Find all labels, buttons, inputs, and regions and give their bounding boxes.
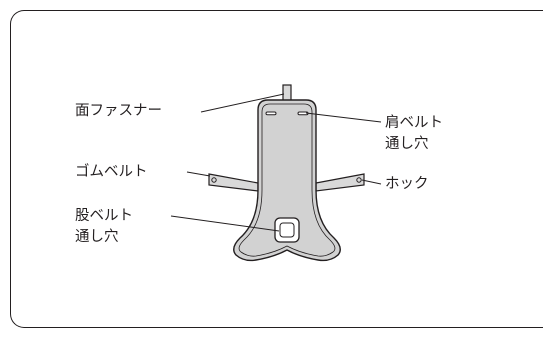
label-shoulder-belt-line1: 肩ベルト (385, 115, 443, 131)
leader-line-shoulder-belt (305, 112, 382, 123)
leader-line-hook (361, 179, 382, 185)
leader-line-velcro (200, 93, 285, 113)
leader-lines (170, 93, 382, 232)
label-shoulder-belt-line2: 通し穴 (385, 136, 429, 152)
label-hook: ホック (385, 176, 429, 192)
label-rubber-belt: ゴムベルト (75, 164, 148, 180)
seat-pad-body (233, 99, 341, 262)
leader-line-rubber-belt (186, 171, 211, 177)
leader-line-crotch-belt (170, 215, 280, 232)
illustration-frame (10, 10, 543, 328)
label-crotch-belt-line2: 通し穴 (75, 229, 119, 245)
crotch-belt-hole (274, 217, 300, 243)
label-velcro: 面ファスナー (75, 103, 162, 119)
rubber-belt-left (208, 173, 259, 192)
label-crotch-belt-line1: 股ベルト (75, 208, 133, 224)
rubber-belt-right (315, 173, 365, 192)
